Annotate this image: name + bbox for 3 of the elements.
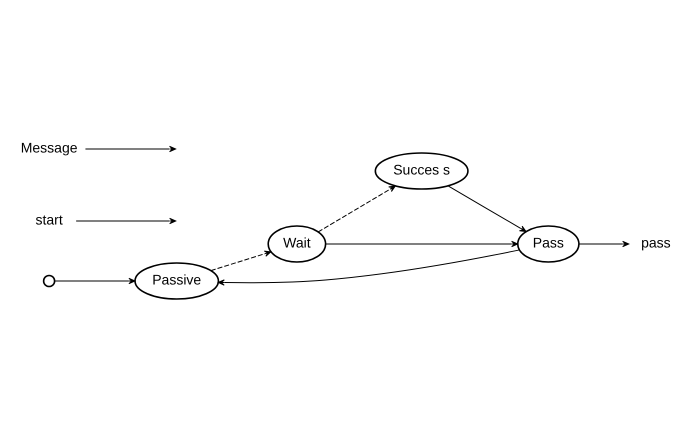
node-text: pass bbox=[641, 234, 671, 251]
node-text: Message bbox=[20, 140, 78, 156]
node-text: start bbox=[36, 212, 63, 228]
